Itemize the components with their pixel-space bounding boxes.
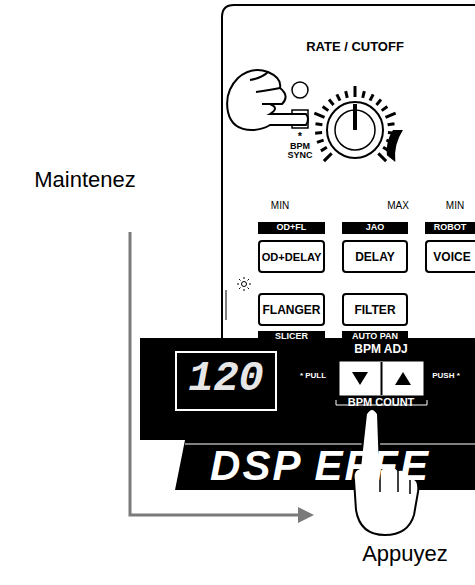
hand-hold (227, 70, 308, 130)
display-window (176, 352, 276, 410)
scale-tick (315, 131, 322, 135)
shift-label: JAO (366, 223, 385, 232)
button-label: FILTER (354, 303, 395, 317)
panel-label: BPM ADJ (354, 343, 408, 356)
down-arrow (352, 372, 368, 385)
effect-button: FILTER (342, 293, 408, 326)
scale-tick (321, 147, 327, 151)
scale-label: MAX (387, 201, 409, 212)
effect-button: FLANGER (258, 293, 325, 326)
scale-tick (329, 100, 334, 105)
effect-button: VOICE (425, 240, 475, 273)
scale-tick (324, 153, 332, 161)
scale-label: MIN (271, 201, 289, 212)
scale-tick (388, 124, 395, 125)
display-bar (140, 338, 475, 490)
button-divider (381, 362, 383, 395)
shift-label: AUTO PAN (352, 332, 398, 341)
effect-button: OD+DELAY (258, 240, 325, 273)
scale-tick (378, 153, 386, 161)
band (258, 222, 325, 234)
scale-tick (337, 94, 340, 100)
asterisk: * (298, 131, 302, 143)
button-label: VOICE (433, 250, 470, 264)
arrow-head (298, 507, 314, 523)
scale-tick (317, 140, 324, 142)
shift-label: ROBOT (434, 223, 467, 232)
scale-tick (314, 113, 324, 117)
up-arrow (395, 372, 411, 385)
scale-tick (354, 86, 357, 97)
knob-scale (314, 86, 395, 161)
panel-outline (222, 5, 475, 345)
knob (327, 102, 383, 158)
scale-label: MIN (446, 201, 464, 212)
led (292, 82, 308, 98)
hand-lines (250, 72, 306, 114)
scale-tick (323, 106, 329, 110)
panel-label: BPM COUNT (348, 397, 415, 409)
shift-label: OD+FL (277, 223, 307, 232)
scale-tick (376, 100, 381, 105)
panel-label: PUSH * (432, 372, 460, 380)
band (425, 222, 475, 234)
brand-text: DSP EFFE (210, 444, 430, 488)
panel-label: * PULL (300, 372, 326, 380)
scale-tick (346, 91, 348, 98)
sun-symbol (226, 277, 251, 320)
instruction: Appuyez (362, 542, 448, 565)
button-label: DELAY (355, 250, 395, 264)
effect-button: DELAY (342, 240, 408, 273)
scale-tick (382, 106, 388, 110)
knob-pointer (353, 104, 357, 130)
button-label: FLANGER (263, 303, 321, 317)
scale-tick (315, 124, 322, 125)
button-label: BPM SYNC (285, 142, 315, 161)
scale-tick (370, 94, 373, 100)
instruction: Maintenez (34, 168, 136, 191)
scale-tick (363, 91, 365, 98)
bpm-display: 120 (188, 357, 264, 401)
button-label: OD+DELAY (262, 251, 322, 263)
knob-label: RATE / CUTOFF (306, 40, 404, 54)
bpm-adj-buttons (340, 362, 423, 395)
shift-label: SLICER (275, 332, 308, 341)
scale-tick (385, 113, 395, 117)
band (342, 222, 408, 234)
knob-wedge (387, 130, 403, 162)
